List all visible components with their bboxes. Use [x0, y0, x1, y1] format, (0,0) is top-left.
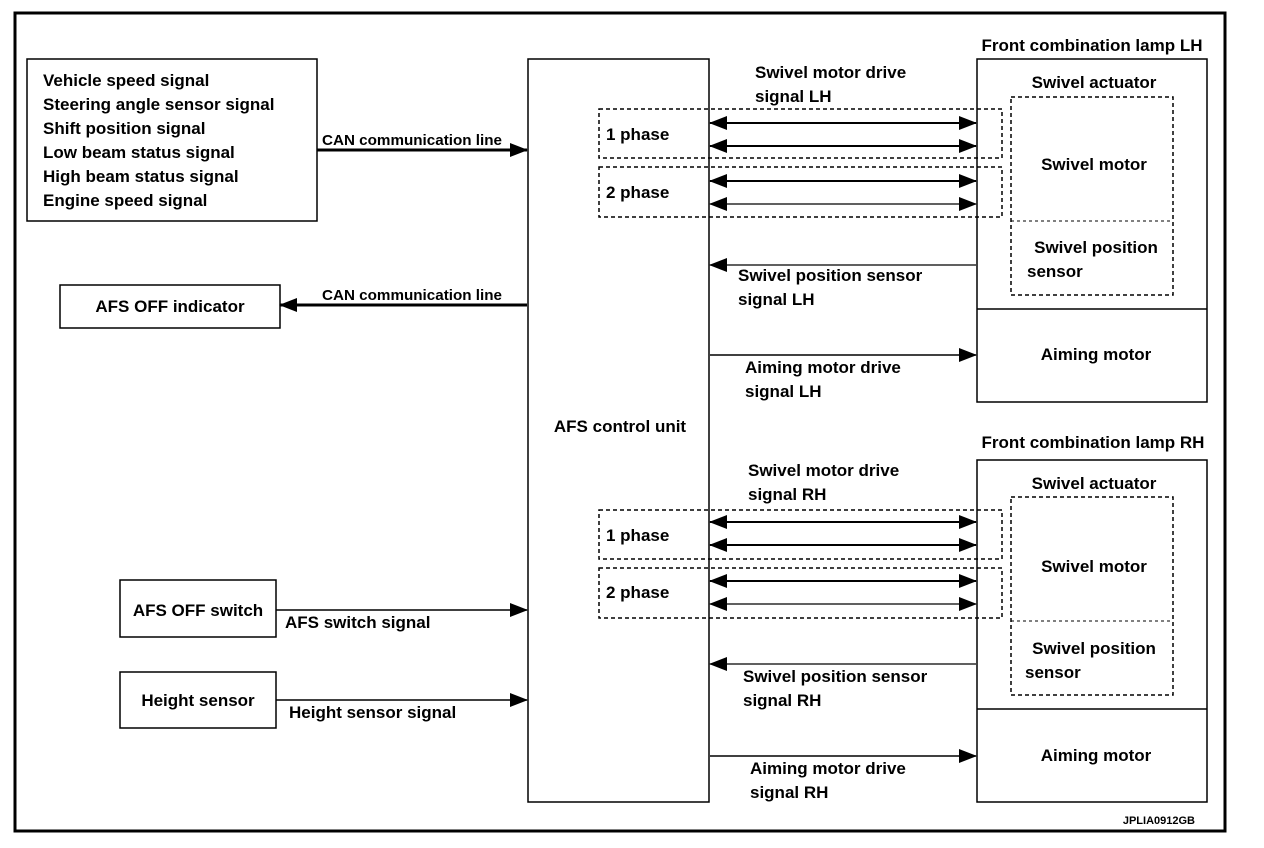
afs-off-switch-box	[119, 579, 277, 638]
aiming-motor-lh-label: Aiming motor	[1041, 345, 1152, 364]
outer-frame	[13, 11, 1227, 833]
phase1-rh-label: 1 phase	[606, 526, 669, 545]
afs-off-indicator-label: AFS OFF indicator	[95, 297, 245, 316]
lamp-lh-group: Front combination lamp LH Swivel actuato…	[598, 36, 1208, 403]
phase2-lh-label: 2 phase	[606, 183, 669, 202]
input-signal-item: Shift position signal	[43, 119, 205, 138]
swivel-motor-rh-label: Swivel motor	[1041, 557, 1147, 576]
input-signal-item: Steering angle sensor signal	[43, 95, 274, 114]
swivel-actuator-rh-box	[1010, 496, 1174, 696]
aiming-motor-rh-label: Aiming motor	[1041, 746, 1152, 765]
lamp-lh-box	[976, 58, 1208, 403]
phase2-rh-label: 2 phase	[606, 583, 669, 602]
input-signal-list: Vehicle speed signal Steering angle sens…	[43, 71, 274, 210]
swivel-drive-rh-label-2: signal RH	[748, 485, 826, 504]
position-signal-lh-label: Swivel position sensor	[738, 266, 923, 285]
position-signal-rh-label: Swivel position sensor	[743, 667, 928, 686]
position-signal-lh-label-2: signal LH	[738, 290, 815, 309]
height-sensor-label: Height sensor	[141, 691, 255, 710]
swivel-position-sensor-lh-label-2: sensor	[1027, 262, 1083, 281]
input-signal-item: Vehicle speed signal	[43, 71, 209, 90]
figure-code: JPLIA0912GB	[1123, 815, 1195, 827]
position-signal-rh-label-2: signal RH	[743, 691, 821, 710]
afs-switch-signal-label: AFS switch signal	[285, 613, 430, 632]
phase1-lh-box	[598, 108, 1003, 159]
can-line-out-label: CAN communication line	[322, 287, 502, 304]
aiming-drive-lh-label-2: signal LH	[745, 382, 822, 401]
aiming-drive-rh-label: Aiming motor drive	[750, 759, 906, 778]
lamp-rh-group: Front combination lamp RH Swivel actuato…	[598, 433, 1208, 803]
swivel-actuator-rh-label: Swivel actuator	[1032, 474, 1157, 493]
phase2-rh-box	[598, 567, 1003, 619]
swivel-position-sensor-rh-label-2: sensor	[1025, 663, 1081, 682]
lamp-rh-box	[976, 459, 1208, 803]
swivel-drive-rh-label: Swivel motor drive	[748, 461, 899, 480]
swivel-drive-lh-label-2: signal LH	[755, 87, 832, 106]
input-signal-item: Engine speed signal	[43, 191, 207, 210]
afs-control-unit-box	[527, 58, 710, 803]
aiming-drive-lh-label: Aiming motor drive	[745, 358, 901, 377]
phase2-lh-box	[598, 166, 1003, 218]
input-signals-box	[26, 58, 318, 222]
swivel-actuator-lh-box	[1010, 96, 1174, 296]
swivel-drive-lh-label: Swivel motor drive	[755, 63, 906, 82]
afs-control-unit-label: AFS control unit	[554, 417, 687, 436]
swivel-motor-lh-label: Swivel motor	[1041, 155, 1147, 174]
input-signal-item: Low beam status signal	[43, 143, 235, 162]
can-line-in-label: CAN communication line	[322, 132, 502, 149]
aiming-drive-rh-label-2: signal RH	[750, 783, 828, 802]
phase1-lh-label: 1 phase	[606, 125, 669, 144]
lamp-rh-title: Front combination lamp RH	[982, 433, 1205, 452]
phase1-rh-box	[598, 509, 1003, 560]
swivel-position-sensor-rh-label: Swivel position	[1032, 639, 1156, 658]
height-sensor-signal-label: Height sensor signal	[289, 703, 456, 722]
input-signal-item: High beam status signal	[43, 167, 239, 186]
swivel-actuator-lh-label: Swivel actuator	[1032, 73, 1157, 92]
lamp-lh-title: Front combination lamp LH	[982, 36, 1203, 55]
afs-off-switch-label: AFS OFF switch	[133, 601, 263, 620]
swivel-position-sensor-lh-label: Swivel position	[1034, 238, 1158, 257]
